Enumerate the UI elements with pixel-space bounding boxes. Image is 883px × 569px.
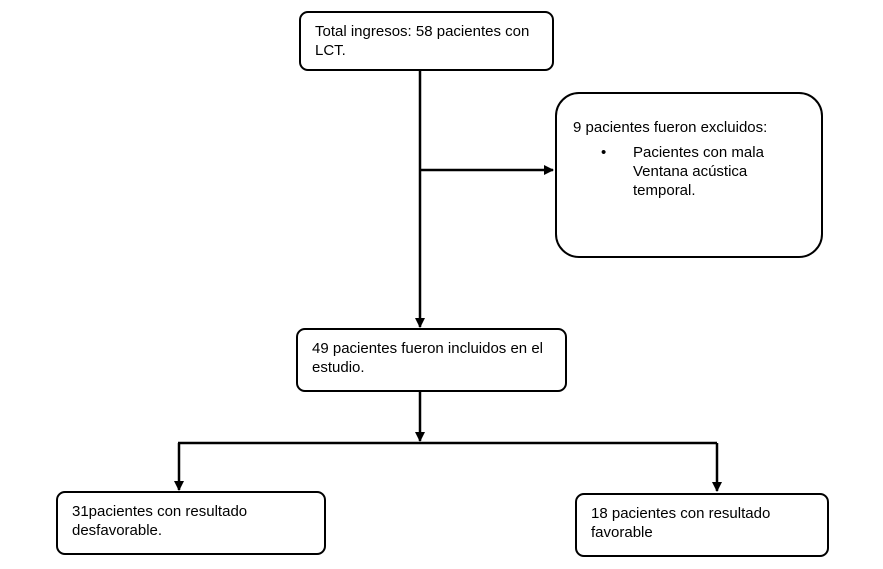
- included-patients-box: 49 pacientes fueron incluidos en el estu…: [296, 328, 567, 392]
- exclusion-reason-text: Pacientes con mala Ventana acústica temp…: [633, 144, 764, 199]
- favorable-outcome-text: 18 pacientes con resultado favorable: [591, 505, 771, 541]
- excluded-patients-box: 9 pacientes fueron excluidos: • Paciente…: [555, 92, 823, 258]
- excluded-title: 9 pacientes fueron excluidos:: [573, 119, 768, 136]
- total-admissions-text: Total ingresos: 58 pacientes con LCT.: [315, 23, 530, 59]
- unfavorable-outcome-text: 31pacientes con resultado desfavorable.: [72, 503, 248, 539]
- unfavorable-outcome-box: 31pacientes con resultado desfavorable.: [56, 491, 326, 555]
- exclusion-reasons-list: • Pacientes con mala Ventana acústica te…: [573, 143, 807, 200]
- bullet-dot-icon: •: [601, 144, 607, 161]
- favorable-outcome-box: 18 pacientes con resultado favorable: [575, 493, 829, 557]
- total-admissions-box: Total ingresos: 58 pacientes con LCT.: [299, 11, 554, 71]
- included-patients-text: 49 pacientes fueron incluidos en el estu…: [312, 340, 543, 376]
- exclusion-reason-item: • Pacientes con mala Ventana acústica te…: [573, 143, 783, 200]
